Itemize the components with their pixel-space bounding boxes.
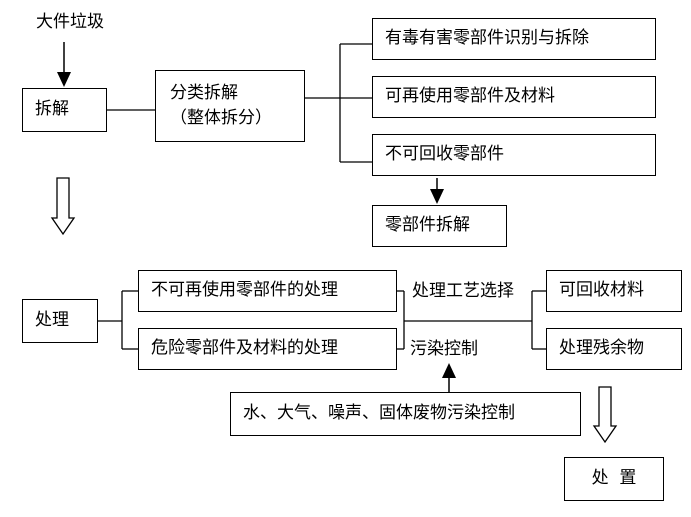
parts-dismantle-box: 零部件拆解 <box>372 205 507 247</box>
pollution-types-label: 水、大气、噪声、固体废物污染控制 <box>243 403 515 424</box>
middle-hazardous-box: 危险零部件及材料的处理 <box>138 328 397 370</box>
middle-nonreusable-box: 不可再使用零部件的处理 <box>138 270 397 312</box>
result-recyclable-label: 可回收材料 <box>559 280 644 301</box>
pollution-types-box: 水、大气、噪声、固体废物污染控制 <box>230 392 581 436</box>
dismantle-label: 拆解 <box>35 99 69 120</box>
middle-hazardous-label: 危险零部件及材料的处理 <box>151 338 338 359</box>
result-recyclable-box: 可回收材料 <box>546 270 682 312</box>
result-residue-box: 处理残余物 <box>546 328 682 370</box>
output-nonrecyclable-box: 不可回收零部件 <box>372 134 656 176</box>
process-label: 处理 <box>35 310 69 331</box>
sort-label-line1: 分类拆解 <box>170 82 238 103</box>
output-toxic-box: 有毒有害零部件识别与拆除 <box>372 18 656 60</box>
hollow-arrow-left <box>50 177 76 236</box>
output-nonrecyclable-label: 不可回收零部件 <box>385 144 504 165</box>
process-select-label: 处理工艺选择 <box>410 281 516 302</box>
process-box: 处理 <box>22 299 98 343</box>
dismantle-box: 拆解 <box>22 88 107 132</box>
sort-dismantle-box: 分类拆解 （整体拆分） <box>155 70 305 142</box>
arrowhead-source <box>57 72 71 87</box>
pollution-control-label: 污染控制 <box>410 339 478 359</box>
sort-label-line2: （整体拆分） <box>170 108 272 128</box>
middle-nonreusable-label: 不可再使用零部件的处理 <box>151 280 338 301</box>
disposal-box: 处 置 <box>564 457 664 501</box>
output-reusable-box: 可再使用零部件及材料 <box>372 76 656 118</box>
output-reusable-label: 可再使用零部件及材料 <box>385 86 555 107</box>
result-residue-label: 处理残余物 <box>559 338 644 359</box>
hollow-arrow-right <box>592 386 618 444</box>
parts-dismantle-label: 零部件拆解 <box>385 215 470 236</box>
disposal-label: 处 置 <box>591 468 637 489</box>
output-toxic-label: 有毒有害零部件识别与拆除 <box>385 28 589 49</box>
source-label: 大件垃圾 <box>36 12 104 32</box>
